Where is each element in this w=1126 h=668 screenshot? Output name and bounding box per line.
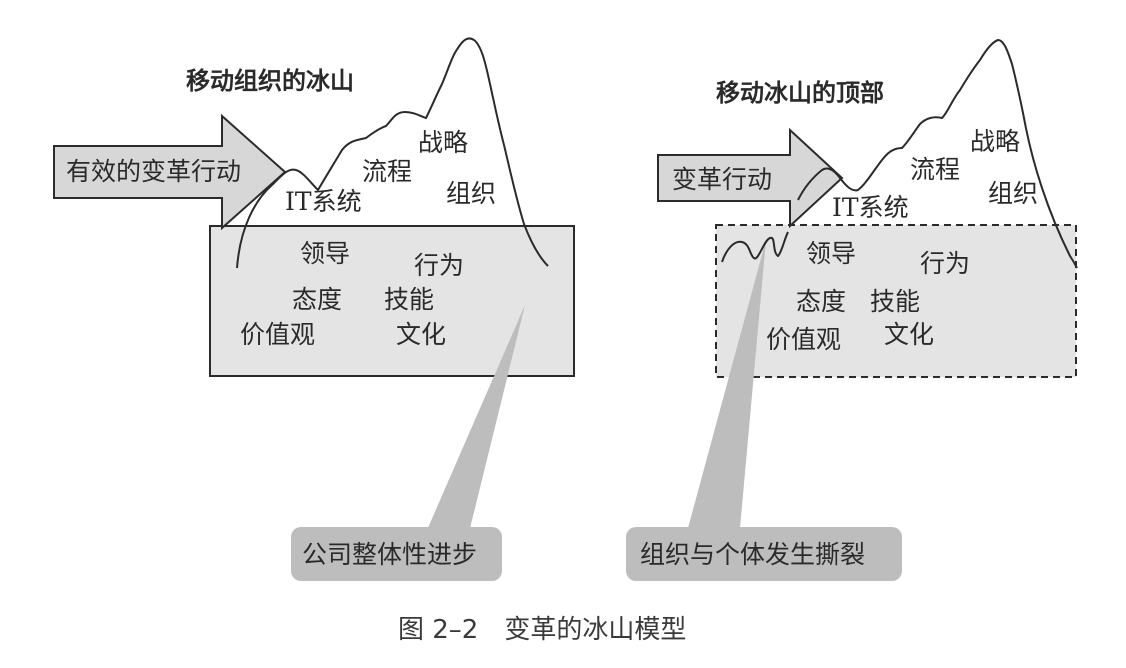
left-action-arrow bbox=[53, 113, 287, 231]
right-underwater-box bbox=[715, 224, 1077, 378]
left-leadership: 领导 bbox=[300, 239, 350, 268]
left-skill: 技能 bbox=[384, 285, 434, 314]
right-values: 价值观 bbox=[766, 325, 841, 354]
left-callout-box bbox=[291, 527, 502, 581]
right-it-system: IT系统 bbox=[832, 193, 909, 222]
left-it-system: IT系统 bbox=[285, 187, 362, 216]
right-arrow-label: 变革行动 bbox=[672, 165, 772, 194]
right-organization: 组织 bbox=[988, 179, 1038, 208]
left-culture: 文化 bbox=[396, 320, 446, 349]
left-strategy: 战略 bbox=[418, 128, 468, 157]
left-attitude: 态度 bbox=[292, 285, 342, 314]
right-torn-fragment bbox=[721, 231, 789, 263]
right-culture: 文化 bbox=[884, 320, 934, 349]
right-panel: 移动冰山的顶部 变革行动 IT系统 流程 战略 组织 领导 行为 态度 技能 价… bbox=[626, 38, 1078, 581]
left-behavior: 行为 bbox=[414, 251, 464, 280]
right-skill: 技能 bbox=[870, 287, 920, 316]
left-iceberg-outline bbox=[236, 37, 549, 269]
right-behavior: 行为 bbox=[920, 249, 970, 278]
right-callout-pointer bbox=[688, 240, 766, 528]
right-action-arrow bbox=[657, 127, 844, 229]
figure-caption: 图 2–2 变革的冰山模型 bbox=[398, 615, 686, 645]
right-callout-text: 组织与个体发生撕裂 bbox=[640, 540, 865, 569]
right-attitude: 态度 bbox=[796, 287, 846, 316]
left-callout-pointer-overlay bbox=[428, 305, 525, 528]
left-callout-text: 公司整体性进步 bbox=[302, 540, 477, 569]
right-iceberg-outline bbox=[797, 38, 1078, 269]
right-callout-box bbox=[626, 527, 902, 581]
left-panel: 移动组织的冰山 有效的变革行动 IT系统 流程 战略 组织 领导 行为 态度 技… bbox=[53, 37, 575, 581]
left-arrow-label: 有效的变革行动 bbox=[66, 157, 241, 186]
left-title: 移动组织的冰山 bbox=[186, 67, 354, 95]
right-title: 移动冰山的顶部 bbox=[716, 79, 884, 107]
left-organization: 组织 bbox=[446, 179, 496, 208]
right-strategy: 战略 bbox=[970, 127, 1020, 156]
right-process: 流程 bbox=[910, 155, 960, 184]
left-values: 价值观 bbox=[240, 320, 315, 349]
right-leadership: 领导 bbox=[806, 239, 856, 268]
left-process: 流程 bbox=[362, 157, 412, 186]
